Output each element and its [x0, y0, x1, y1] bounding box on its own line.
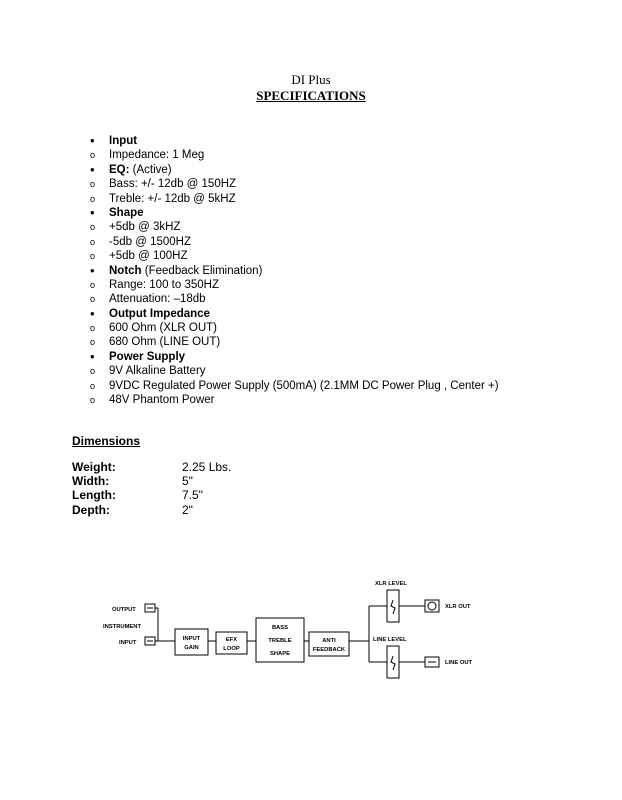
- dimension-value: 5": [182, 474, 193, 489]
- input-gain-block: [174, 628, 209, 656]
- xlr-level-pot: [386, 589, 400, 623]
- spec-text: Range: 100 to 350HZ: [109, 278, 219, 291]
- dimension-value: 7.5": [182, 488, 203, 503]
- anti-feedback-line2: FEEDBACK: [313, 647, 346, 653]
- anti-feedback-block: [308, 631, 350, 657]
- circle-bullet-icon: o: [90, 323, 96, 334]
- efx-loop-block: [215, 631, 248, 655]
- circle-bullet-icon: o: [90, 294, 96, 305]
- dimensions-heading: Dimensions: [72, 434, 141, 448]
- spec-text: Attenuation: –18db: [109, 293, 206, 306]
- eq-shape-block: [255, 617, 305, 663]
- dimension-row: Width: 5": [72, 474, 372, 488]
- spec-text: Treble: +/- 12db @ 5kHZ: [109, 192, 236, 205]
- dimension-label: Weight:: [72, 460, 116, 474]
- spec-text: 680 Ohm (LINE OUT): [109, 336, 221, 349]
- spec-text: +5db @ 3kHZ: [109, 221, 181, 234]
- spec-heading: Shape: [109, 206, 144, 219]
- spec-text: 9V Alkaline Battery: [109, 365, 206, 378]
- bullet-icon: •: [90, 161, 95, 177]
- spec-text: 600 Ohm (XLR OUT): [109, 322, 217, 335]
- spec-heading: Notch: [109, 264, 142, 277]
- line-pot-symbol-icon: [390, 655, 396, 671]
- eq-treble-label: TREBLE: [268, 638, 291, 644]
- circle-bullet-icon: o: [90, 179, 96, 190]
- document-subtitle: SPECIFICATIONS: [256, 88, 366, 103]
- spec-heading: EQ:: [109, 163, 130, 176]
- circle-bullet-icon: o: [90, 380, 96, 391]
- efx-loop-line2: LOOP: [223, 646, 240, 652]
- dimension-row: Depth: 2": [72, 503, 372, 517]
- circle-bullet-icon: o: [90, 193, 96, 204]
- line-out-label: LINE OUT: [445, 660, 473, 666]
- spec-heading: Output Impedance: [109, 307, 210, 320]
- dimension-label: Length:: [72, 488, 116, 503]
- spec-text: +5db @ 100HZ: [109, 250, 188, 263]
- spec-heading: Power Supply: [109, 350, 186, 363]
- spec-text: Bass: +/- 12db @ 150HZ: [109, 178, 237, 191]
- dimension-label: Width:: [72, 474, 110, 489]
- spec-text: 48V Phantom Power: [109, 394, 215, 407]
- dimensions-table: Weight:2.25 Lbs.Width:5"Length:7.5"Depth…: [72, 460, 372, 517]
- dimension-value: 2.25 Lbs.: [182, 460, 232, 474]
- spec-text: -5db @ 1500HZ: [109, 235, 191, 248]
- spec-text: (Active): [129, 163, 172, 176]
- eq-bass-label: BASS: [272, 625, 288, 631]
- input-gain-line1: INPUT: [183, 636, 201, 642]
- line-level-label: LINE LEVEL: [373, 637, 407, 643]
- circle-bullet-icon: o: [90, 150, 96, 161]
- circle-bullet-icon: o: [90, 251, 96, 262]
- line-out-connector-icon: [424, 656, 440, 668]
- bullet-icon: •: [90, 348, 95, 364]
- line-level-pot: [386, 645, 400, 679]
- document-title: DI Plus: [291, 72, 331, 87]
- bullet-icon: •: [90, 305, 95, 321]
- dimension-row: Length: 7.5": [72, 488, 372, 502]
- xlr-out-connector-icon: [424, 599, 440, 613]
- bullet-icon: •: [90, 262, 95, 278]
- spec-text: Impedance: 1 Meg: [109, 149, 205, 162]
- circle-bullet-icon: o: [90, 337, 96, 348]
- dimension-label: Depth:: [72, 502, 110, 517]
- dimension-row: Weight: 2.25 Lbs.: [72, 460, 372, 474]
- instrument-label: INSTRUMENT: [103, 624, 141, 630]
- circle-bullet-icon: o: [90, 395, 96, 406]
- spec-heading: Input: [109, 135, 138, 147]
- circle-bullet-icon: o: [90, 366, 96, 377]
- circle-bullet-icon: o: [90, 222, 96, 233]
- bullet-icon: •: [90, 204, 95, 220]
- circle-bullet-icon: o: [90, 236, 96, 247]
- xlr-out-label: XLR OUT: [445, 604, 471, 610]
- efx-loop-line1: EFX: [226, 637, 237, 643]
- bullet-icon: •: [90, 133, 95, 148]
- spec-text: 9VDC Regulated Power Supply (500mA) (2.1…: [109, 379, 499, 392]
- output-label: OUTPUT: [112, 607, 136, 613]
- input-label: INPUT: [119, 640, 137, 646]
- anti-feedback-line1: ANTI: [322, 638, 336, 644]
- xlr-level-label: XLR LEVEL: [375, 581, 407, 587]
- spec-text: (Feedback Elimination): [141, 264, 263, 277]
- eq-shape-label: SHAPE: [270, 651, 290, 657]
- signal-flow-diagram: OUTPUT INSTRUMENT INPUT INPUT GAIN EFX L…: [103, 581, 473, 679]
- input-gain-line2: GAIN: [184, 645, 199, 651]
- circle-bullet-icon: o: [90, 279, 96, 290]
- dimension-value: 2": [182, 502, 193, 517]
- xlr-pot-symbol-icon: [390, 599, 396, 615]
